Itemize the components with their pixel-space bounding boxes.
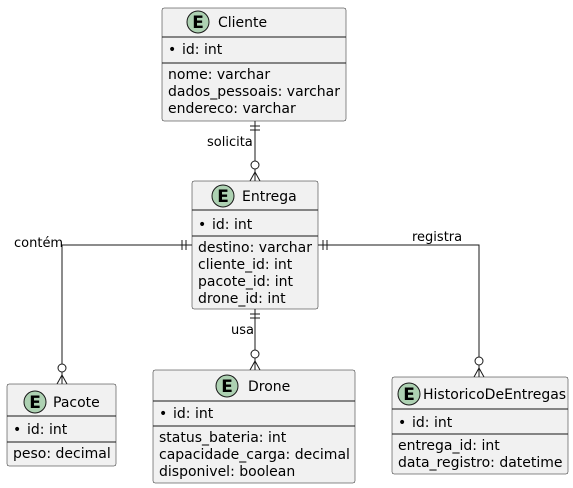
entity-key-bullet: • — [168, 42, 176, 58]
relation-entrega-pacote: contém — [14, 236, 192, 385]
svg-text:E: E — [29, 393, 41, 413]
entity-key: id: int — [27, 422, 68, 438]
entity-key: id: int — [412, 415, 453, 431]
entity-attribute: endereco: varchar — [168, 101, 296, 117]
entity-key-bullet: • — [198, 217, 206, 233]
entity-badge-icon — [23, 390, 47, 414]
entity-attribute: capacidade_carga: decimal — [159, 447, 350, 463]
entity-entrega: E Entrega • id: int destino: varchar cli… — [191, 180, 319, 310]
entity-title: Entrega — [242, 189, 297, 205]
entity-attribute: dados_pessoais: varchar — [168, 84, 340, 100]
entity-attribute: entrega_id: int — [398, 438, 500, 454]
svg-text:E: E — [403, 385, 415, 405]
entity-attribute: destino: varchar — [198, 240, 312, 256]
entity-key-bullet: • — [159, 406, 167, 422]
entity-key-bullet: • — [398, 415, 406, 431]
entity-title: Cliente — [218, 15, 267, 31]
entity-key: id: int — [173, 406, 214, 422]
svg-text:E: E — [192, 13, 204, 33]
entity-title: HistoricoDeEntregas — [423, 387, 566, 403]
entity-badge-icon — [215, 374, 239, 398]
relation-entrega-historico: registra — [318, 230, 485, 378]
relation-label-solicita: solicita — [207, 135, 253, 150]
entity-cliente: E Cliente • id: int nome: varchar dados_… — [161, 7, 347, 122]
entity-attribute: peso: decimal — [13, 446, 111, 462]
entity-key: id: int — [212, 217, 253, 233]
svg-text:E: E — [221, 377, 233, 397]
svg-text:E: E — [217, 187, 229, 207]
entity-historico-de-entregas: E HistoricoDeEntregas • id: int entrega_… — [391, 376, 569, 475]
entity-key-bullet: • — [13, 422, 21, 438]
entity-attribute: pacote_id: int — [198, 274, 294, 290]
relation-label-usa: usa — [231, 323, 254, 338]
entity-drone: E Drone • id: int status_bateria: int ca… — [152, 369, 356, 484]
relation-entrega-drone: usa — [231, 309, 261, 371]
entity-badge-icon — [397, 382, 421, 406]
entity-badge-icon — [211, 184, 235, 208]
entity-attribute: disponivel: boolean — [159, 464, 295, 480]
relation-label-contem: contém — [14, 236, 63, 251]
entity-attribute: cliente_id: int — [198, 257, 293, 273]
entity-attribute: nome: varchar — [168, 67, 270, 83]
entity-badge-icon — [186, 10, 210, 34]
entity-attribute: data_registro: datetime — [398, 455, 563, 471]
relation-cliente-entrega: solicita — [207, 121, 261, 182]
entity-key: id: int — [182, 42, 223, 58]
entity-attribute: drone_id: int — [198, 291, 286, 307]
entity-attribute: status_bateria: int — [159, 430, 287, 446]
entity-title: Drone — [248, 379, 290, 395]
relation-label-registra: registra — [412, 230, 462, 245]
entity-title: Pacote — [53, 395, 100, 411]
entity-pacote: E Pacote • id: int peso: decimal — [6, 383, 117, 467]
